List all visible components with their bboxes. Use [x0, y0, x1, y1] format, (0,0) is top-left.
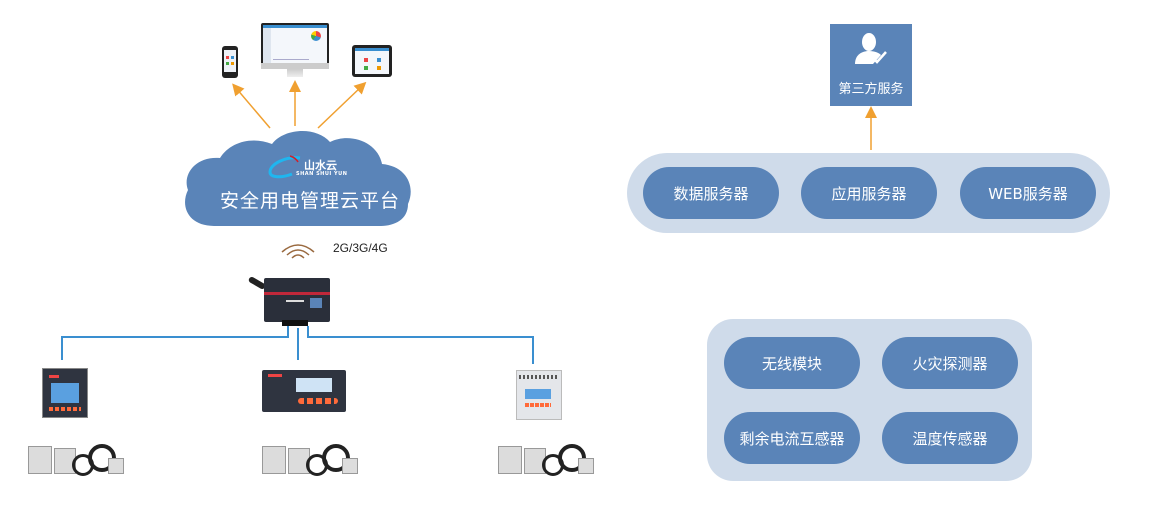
logo-text-en: SHAN SHUI YUN: [296, 171, 348, 177]
cloud-platform-shape: [185, 130, 411, 226]
web-server-node[interactable]: WEB服务器: [960, 167, 1096, 219]
monitor-device-3: [516, 370, 562, 420]
third-party-label: 第三方服务: [838, 82, 904, 97]
current-transformers-3: [498, 440, 598, 482]
gateway-device: [247, 275, 332, 326]
line-gateway-to-device-1: [61, 326, 289, 360]
desktop-terminal: [261, 23, 329, 77]
shanshuiyun-logo: 山水云 SHAN SHUI YUN: [266, 154, 356, 182]
arrow-to-tablet: [317, 81, 367, 129]
residual-current-transformer-node[interactable]: 剩余电流互感器: [724, 412, 860, 464]
monitor-device-1: [42, 368, 88, 418]
tablet-terminal: [352, 45, 392, 77]
cloud-platform-title: 安全用电管理云平台: [219, 190, 400, 212]
wireless-module-node[interactable]: 无线模块: [724, 337, 860, 389]
logo-text-cn: 山水云: [304, 159, 337, 172]
temperature-sensor-node[interactable]: 温度传感器: [882, 412, 1018, 464]
app-server-node[interactable]: 应用服务器: [801, 167, 937, 219]
user-check-icon: [855, 33, 887, 64]
arrow-to-phone: [232, 83, 271, 129]
monitor-device-2: [262, 370, 346, 412]
current-transformers-2: [262, 440, 362, 482]
logo-swoosh-icon: [268, 155, 301, 179]
current-transformers-1: [28, 440, 128, 482]
line-gateway-to-device-3: [307, 326, 534, 364]
fire-detector-node[interactable]: 火灾探测器: [882, 337, 1018, 389]
third-party-service-box[interactable]: 第三方服务: [830, 24, 912, 106]
data-server-node[interactable]: 数据服务器: [643, 167, 779, 219]
wireless-signal-icon: [281, 244, 315, 259]
phone-terminal: [222, 46, 238, 78]
network-type-label: 2G/3G/4G: [333, 241, 388, 255]
